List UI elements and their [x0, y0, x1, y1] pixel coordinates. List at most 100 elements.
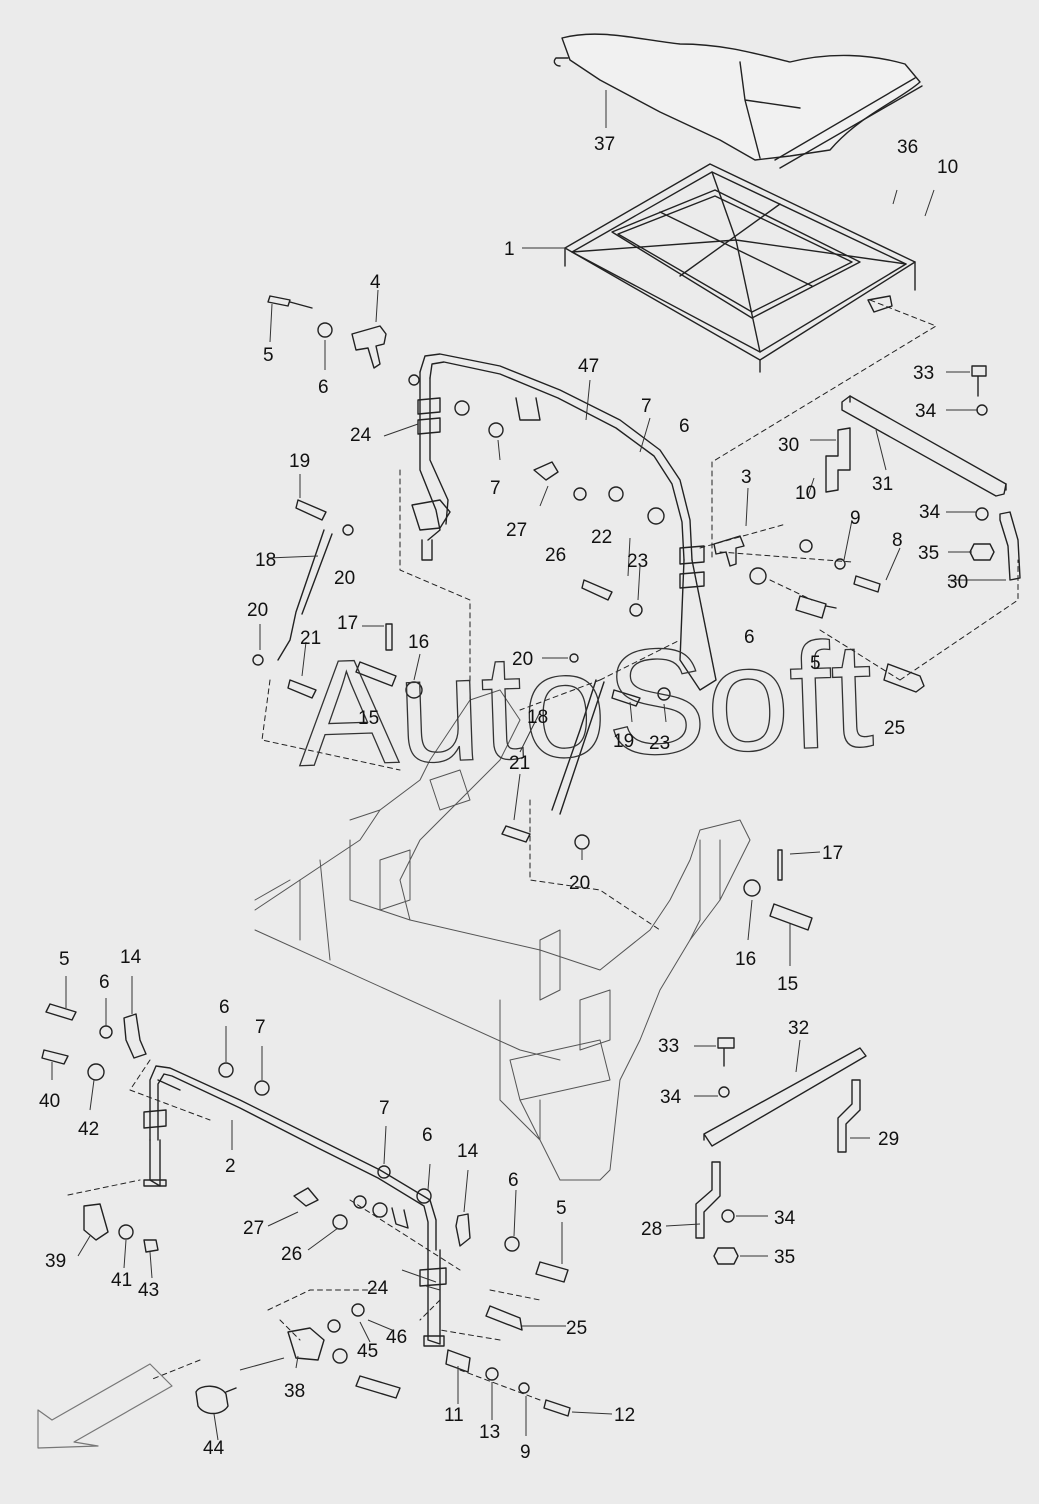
- callout-5c: 5: [59, 949, 70, 970]
- callout-38: 38: [284, 1381, 305, 1402]
- callout-10: 10: [937, 157, 958, 178]
- callout-20b: 20: [247, 600, 268, 621]
- callout-21: 21: [300, 628, 321, 649]
- callout-18: 18: [255, 550, 276, 571]
- callout-8: 8: [892, 530, 903, 551]
- callout-28: 28: [641, 1219, 662, 1240]
- callout-27b: 27: [243, 1218, 264, 1239]
- callout-9: 9: [850, 508, 861, 529]
- callout-37: 37: [594, 134, 615, 155]
- callout-14: 14: [120, 947, 142, 968]
- callout-34b: 34: [919, 502, 941, 523]
- bracket-39: [83, 1203, 109, 1241]
- callout-35b: 35: [774, 1247, 795, 1268]
- bracket-4: [351, 325, 387, 369]
- callout-29: 29: [878, 1129, 899, 1150]
- pin-17: [385, 623, 393, 651]
- callout-leaders: [51, 90, 1006, 1441]
- gas-spring-18-mid: [551, 679, 605, 815]
- callout-6g: 6: [508, 1170, 519, 1191]
- bar-47: [411, 353, 717, 691]
- bar-30-left: [825, 427, 851, 493]
- pin-15: [355, 661, 397, 687]
- bracket-38: [287, 1327, 325, 1361]
- callout-25: 25: [884, 718, 905, 739]
- callout-35: 35: [918, 543, 939, 564]
- callout-19b: 19: [613, 731, 634, 752]
- callout-36: 36: [897, 137, 918, 158]
- callout-6e: 6: [219, 997, 230, 1018]
- callout-34: 34: [915, 401, 937, 422]
- callout-33: 33: [913, 363, 934, 384]
- callout-46: 46: [386, 1327, 407, 1348]
- callout-42: 42: [78, 1119, 99, 1140]
- callout-6: 6: [318, 377, 329, 398]
- bracket-3: [713, 535, 745, 567]
- callout-33b: 33: [658, 1036, 679, 1057]
- callout-11: 11: [444, 1405, 464, 1426]
- callout-34c: 34: [660, 1087, 682, 1108]
- direction-arrow: [37, 1363, 173, 1449]
- callout-20c: 20: [512, 649, 533, 670]
- callout-31: 31: [872, 474, 893, 495]
- callout-43: 43: [138, 1280, 159, 1301]
- callout-40: 40: [39, 1091, 60, 1112]
- callout-19: 19: [289, 451, 310, 472]
- callout-26: 26: [545, 545, 566, 566]
- callout-1: 1: [504, 239, 515, 260]
- callout-41: 41: [111, 1270, 132, 1291]
- callout-18b: 18: [527, 707, 548, 728]
- callout-34d: 34: [774, 1208, 796, 1229]
- gas-spring-18: [277, 529, 333, 661]
- callout-5b: 5: [810, 653, 821, 674]
- callout-7: 7: [641, 396, 652, 417]
- bolt-5-right: [795, 595, 837, 619]
- callout-5: 5: [263, 345, 274, 366]
- bar-32: [703, 1047, 867, 1147]
- callout-6d: 6: [99, 972, 110, 993]
- callout-4: 4: [370, 272, 381, 293]
- callout-7d: 7: [379, 1098, 390, 1119]
- callout-7b: 7: [490, 478, 501, 499]
- knob-27-lower: [293, 1187, 319, 1207]
- callout-24: 24: [350, 425, 372, 446]
- callout-13: 13: [479, 1422, 500, 1443]
- watermark: AutoSoft: [295, 610, 876, 798]
- callout-5d: 5: [556, 1198, 567, 1219]
- callout-22: 22: [591, 527, 612, 548]
- callout-3: 3: [741, 467, 752, 488]
- callout-45: 45: [357, 1341, 378, 1362]
- callout-numbers: 37 36 10 1 4 5 6 47 7 24 6 7 19 27 26 3 …: [39, 134, 968, 1463]
- callout-6b: 6: [679, 416, 690, 437]
- callout-7c: 7: [255, 1017, 266, 1038]
- washer-6: [317, 322, 333, 338]
- knob-44: [195, 1385, 237, 1415]
- callout-23: 23: [627, 551, 648, 572]
- bar-29: [837, 1079, 861, 1153]
- bracket-14-right: [455, 1213, 471, 1247]
- callout-32: 32: [788, 1018, 809, 1039]
- bar-30-right: [999, 511, 1021, 581]
- callout-30b: 30: [947, 572, 968, 593]
- bar-28: [695, 1161, 721, 1239]
- sleeve-11: [445, 1349, 471, 1373]
- bolt-33: [971, 365, 987, 397]
- seat-cushion: [553, 33, 923, 169]
- bolt-25: [883, 663, 925, 693]
- seat-frame: [564, 163, 916, 373]
- callout-2: 2: [225, 1156, 236, 1177]
- callout-21b: 21: [509, 753, 530, 774]
- callout-23b: 23: [649, 733, 670, 754]
- callout-15b: 15: [777, 974, 798, 995]
- callout-17: 17: [337, 613, 358, 634]
- callout-15: 15: [358, 708, 379, 729]
- callout-20: 20: [334, 568, 355, 589]
- callout-20d: 20: [569, 873, 590, 894]
- callout-27: 27: [506, 520, 527, 541]
- callout-16: 16: [408, 632, 429, 653]
- bolt-5: [267, 295, 313, 309]
- callout-44: 44: [203, 1438, 225, 1459]
- callout-16b: 16: [735, 949, 756, 970]
- knob-27: [533, 461, 559, 481]
